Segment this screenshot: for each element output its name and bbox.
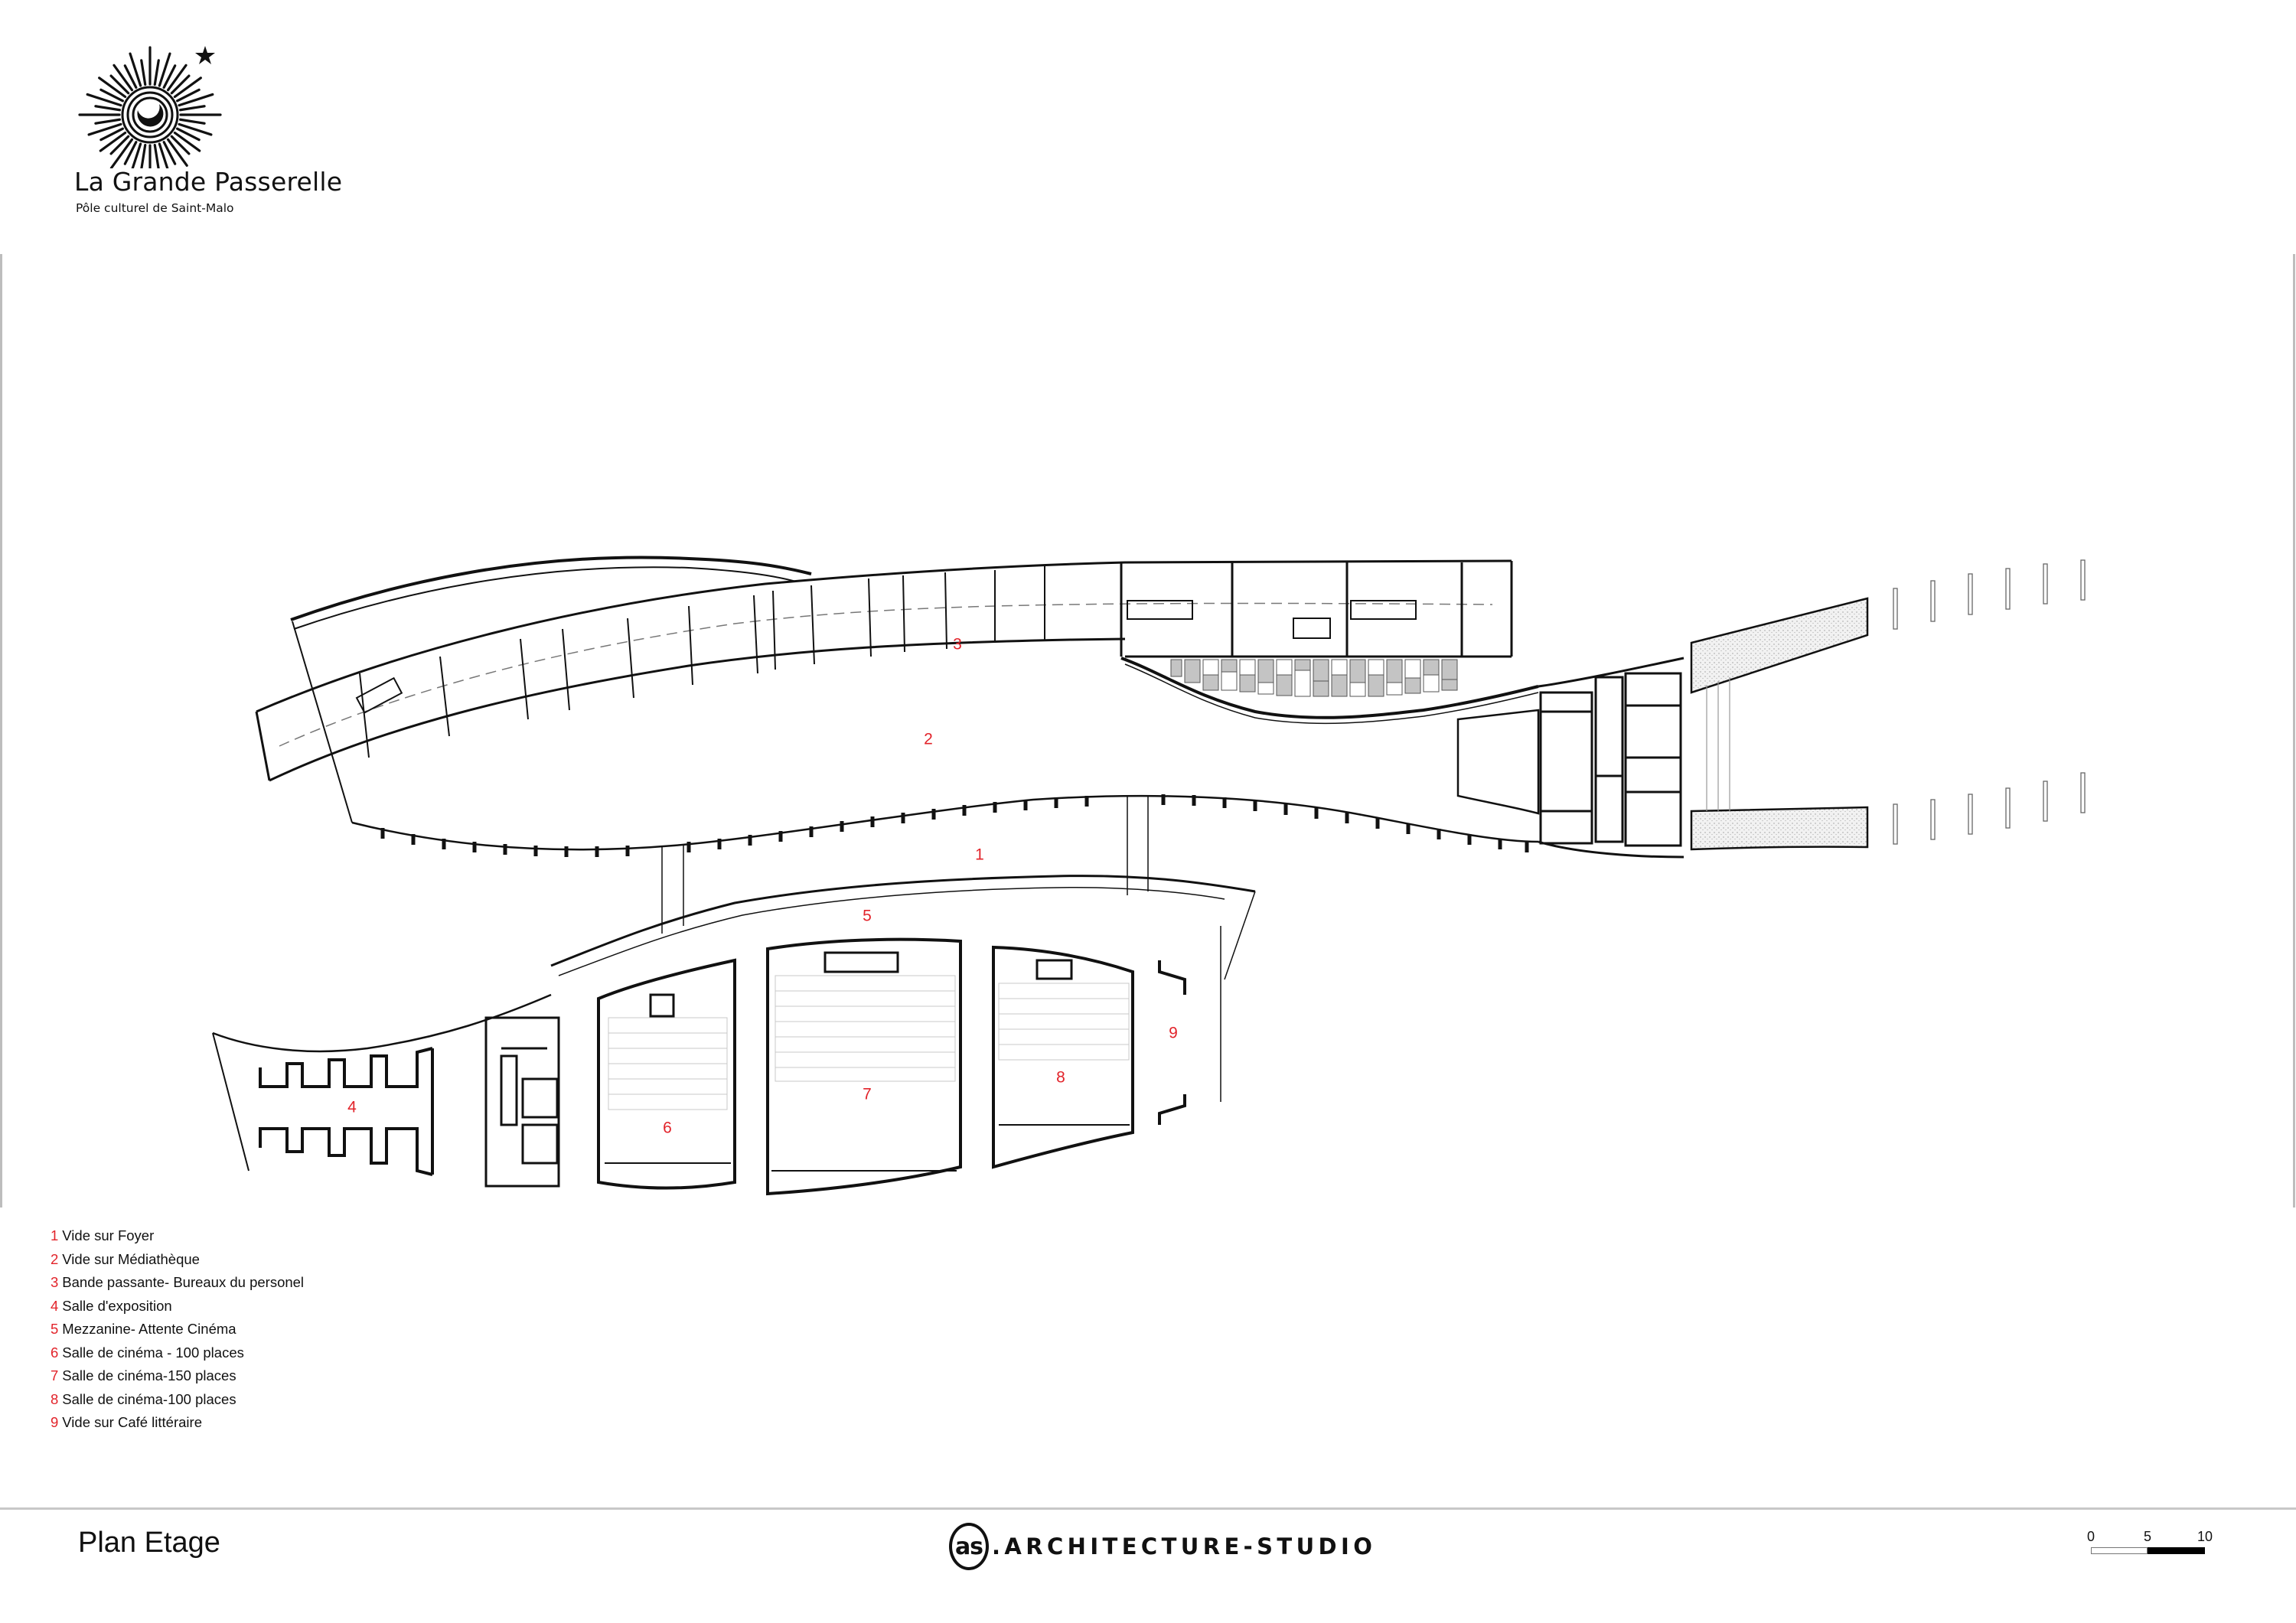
scale-label-10: 10 bbox=[2197, 1529, 2213, 1544]
plan-title: Plan Etage bbox=[78, 1527, 220, 1559]
facade-fins bbox=[380, 794, 1529, 857]
room-label-2: 2 bbox=[924, 730, 933, 748]
cinema-8-walls bbox=[992, 945, 1134, 1169]
scale-bar-filled-segment bbox=[2148, 1547, 2205, 1554]
room-label-6: 6 bbox=[663, 1119, 672, 1137]
sunshade-bars bbox=[1893, 559, 2086, 845]
entrance-block bbox=[1456, 657, 1684, 859]
room-label-9: 9 bbox=[1169, 1024, 1178, 1042]
cinema-6-walls bbox=[597, 958, 736, 1190]
frame-right-border bbox=[2293, 254, 2295, 1207]
star-icon bbox=[195, 46, 215, 64]
frame-left-border bbox=[0, 254, 2, 1207]
upper-canopy bbox=[290, 556, 812, 823]
gravel-ramps bbox=[1690, 597, 1869, 851]
exhibition-hall-walls bbox=[259, 1047, 434, 1176]
room-label-4: 4 bbox=[347, 1098, 357, 1116]
cafe-void-walls bbox=[1158, 926, 1221, 1125]
tiled-terrace bbox=[1170, 659, 1458, 697]
room-label-3: 3 bbox=[953, 635, 962, 653]
studio-name: .ARCHITECTURE-STUDIO bbox=[992, 1533, 1377, 1559]
scale-bar-icon bbox=[2091, 1547, 2148, 1554]
brand-subtitle: Pôle culturel de Saint-Malo bbox=[76, 201, 234, 215]
mezzanine-boundary bbox=[212, 875, 1256, 1172]
cinema-seating bbox=[608, 975, 1130, 1110]
scale-label-0: 0 bbox=[2086, 1529, 2095, 1544]
connector-bridges bbox=[661, 796, 1149, 934]
studio-logo: as .ARCHITECTURE-STUDIO bbox=[949, 1520, 1376, 1572]
footer-divider bbox=[0, 1507, 2296, 1510]
office-wing-band bbox=[255, 559, 1513, 782]
scale-label-5: 5 bbox=[2143, 1529, 2152, 1544]
service-core bbox=[484, 1016, 560, 1188]
studio-mark-icon: as bbox=[949, 1523, 989, 1570]
room-label-1: 1 bbox=[975, 846, 984, 864]
scale-bar: 0 5 10 bbox=[2085, 1529, 2215, 1559]
brand-title: La Grande Passerelle bbox=[74, 167, 343, 197]
terrace-facade bbox=[1120, 657, 1539, 719]
room-label-7: 7 bbox=[863, 1085, 872, 1103]
room-label-5: 5 bbox=[863, 907, 872, 925]
void-2-boundary bbox=[351, 794, 1539, 851]
room-label-8: 8 bbox=[1056, 1068, 1065, 1087]
cinema-7-walls bbox=[766, 937, 962, 1196]
